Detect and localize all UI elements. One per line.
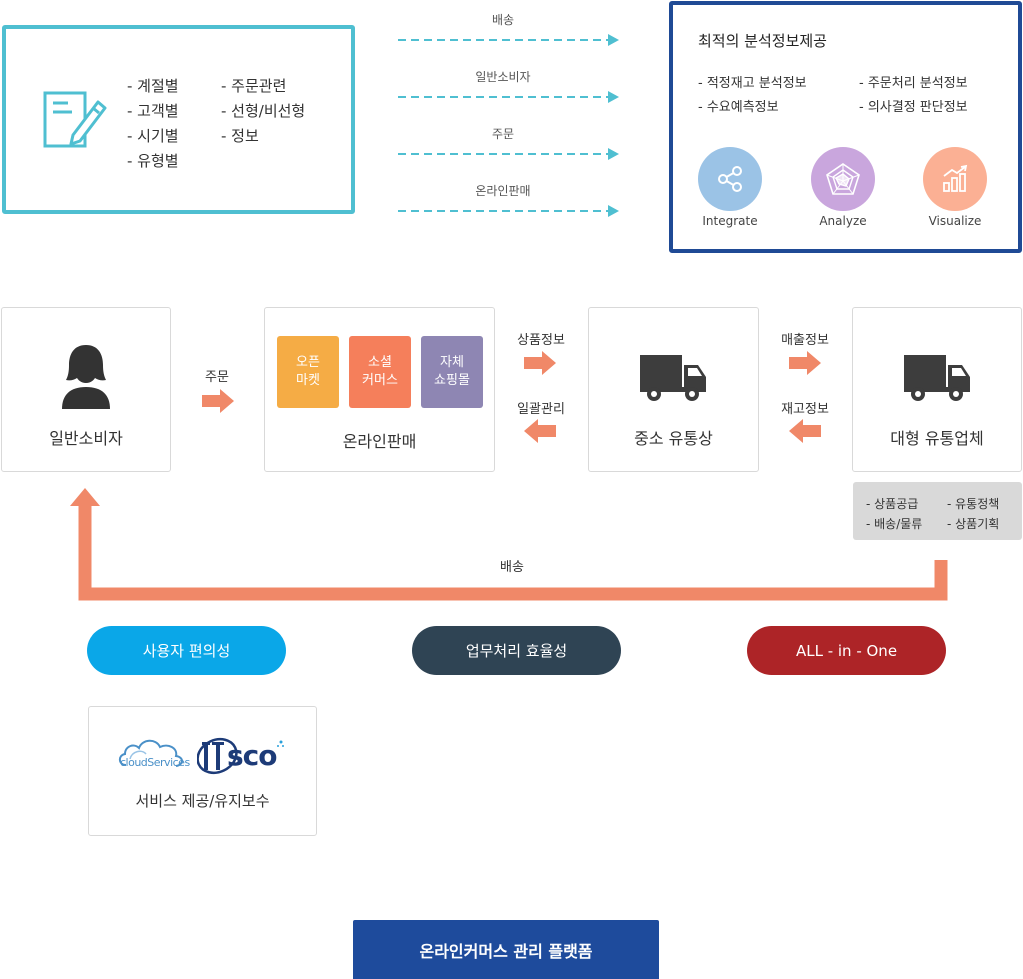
delivery-return-arrow xyxy=(70,488,948,601)
info-item: - 상품공급 xyxy=(866,497,919,511)
pill-user-convenience: 사용자 편의성 xyxy=(87,626,286,675)
bar-chart-icon xyxy=(923,147,987,211)
category-item: - 주문관련 xyxy=(221,77,287,95)
right-arrow-icon xyxy=(524,351,556,375)
logo-text: cloudServices xyxy=(120,756,190,769)
tile-text: 쇼핑몰 xyxy=(434,373,470,388)
itsco-logo: sco xyxy=(196,736,285,780)
category-item: - 유형별 xyxy=(127,152,179,170)
platform-title: 온라인커머스 관리 플랫폼 xyxy=(353,920,659,979)
truck-icon xyxy=(904,355,970,401)
flow-label-delivery: 배송 xyxy=(491,13,515,27)
flow-label-online: 온라인판매 xyxy=(475,184,531,198)
sme-distributor-label: 중소 유통상 xyxy=(634,429,713,448)
category-item: - 시기별 xyxy=(127,127,179,145)
circle-label-analyze: Analyze xyxy=(819,214,867,228)
large-distributor-info xyxy=(853,482,1022,540)
large-distributor-label: 대형 유통업체 xyxy=(890,429,984,448)
cloud-services-logo: cloudServices xyxy=(116,735,190,779)
arrow-label-product-info: 상품정보 xyxy=(517,333,565,348)
dashed-arrow xyxy=(398,205,619,217)
tile-text: 소셜 xyxy=(368,355,392,370)
category-item: - 선형/비선형 xyxy=(221,102,306,120)
document-edit-icon xyxy=(42,90,108,154)
category-list-2: - 주문관련 - 선형/비선형 - 정보 xyxy=(221,74,305,149)
consumer-label: 일반소비자 xyxy=(49,429,123,448)
arrow-label-bulk-manage: 일괄관리 xyxy=(517,402,565,417)
circle-label-integrate: Integrate xyxy=(702,214,758,228)
truck-icon xyxy=(640,355,706,401)
dashed-arrow xyxy=(398,34,619,46)
arrow-label-stock-info: 재고정보 xyxy=(781,402,829,417)
pill-all-in-one: ALL - in - One xyxy=(747,626,946,675)
dashed-arrow xyxy=(398,91,619,103)
service-box xyxy=(88,706,317,836)
category-item: - 고객별 xyxy=(127,102,179,120)
tile-text: 커머스 xyxy=(362,373,398,388)
right-arrow-icon xyxy=(202,389,234,413)
arrow-label-order: 주문 xyxy=(205,370,229,385)
info-list-left: - 상품공급 - 배송/물류 xyxy=(866,494,922,534)
arrow-label-delivery: 배송 xyxy=(500,560,524,575)
info-item: - 배송/물류 xyxy=(866,517,923,531)
info-list-right: - 유통정책 - 상품기획 xyxy=(947,494,999,534)
info-item: - 상품기획 xyxy=(947,517,1000,531)
user-icon xyxy=(60,343,112,413)
logo-text: sco xyxy=(227,739,277,772)
info-item: - 유통정책 xyxy=(947,497,1000,511)
dashed-arrow xyxy=(398,148,619,160)
flow-label-consumer: 일반소비자 xyxy=(475,70,531,84)
optimal-item: - 의사결정 판단정보 xyxy=(859,100,968,115)
category-item: - 계절별 xyxy=(127,77,179,95)
left-arrow-icon xyxy=(789,419,821,443)
optimal-item: - 적정재고 분석정보 xyxy=(698,76,807,91)
radar-icon xyxy=(811,147,875,211)
circle-label-visualize: Visualize xyxy=(928,214,982,228)
tile-text: 오픈 xyxy=(296,355,320,370)
share-icon xyxy=(698,147,762,211)
tile-text: 마켓 xyxy=(296,373,320,388)
analysis-category-box xyxy=(2,25,355,214)
arrow-label-sales-info: 매출정보 xyxy=(781,333,829,348)
left-arrow-icon xyxy=(524,419,556,443)
category-item: - 정보 xyxy=(221,127,259,145)
right-arrow-icon xyxy=(789,351,821,375)
pill-work-efficiency: 업무처리 효율성 xyxy=(412,626,621,675)
flow-label-order: 주문 xyxy=(491,127,515,141)
optimal-item: - 수요예측정보 xyxy=(698,100,779,115)
service-label: 서비스 제공/유지보수 xyxy=(135,792,270,810)
optimal-title: 최적의 분석정보제공 xyxy=(698,32,827,50)
online-sales-label: 온라인판매 xyxy=(342,432,417,451)
optimal-item: - 주문처리 분석정보 xyxy=(859,76,968,91)
category-list-1: - 계절별 - 고객별 - 시기별 - 유형별 xyxy=(127,74,179,174)
optimal-analysis-box xyxy=(669,1,1022,253)
tile-text: 자체 xyxy=(440,355,464,370)
